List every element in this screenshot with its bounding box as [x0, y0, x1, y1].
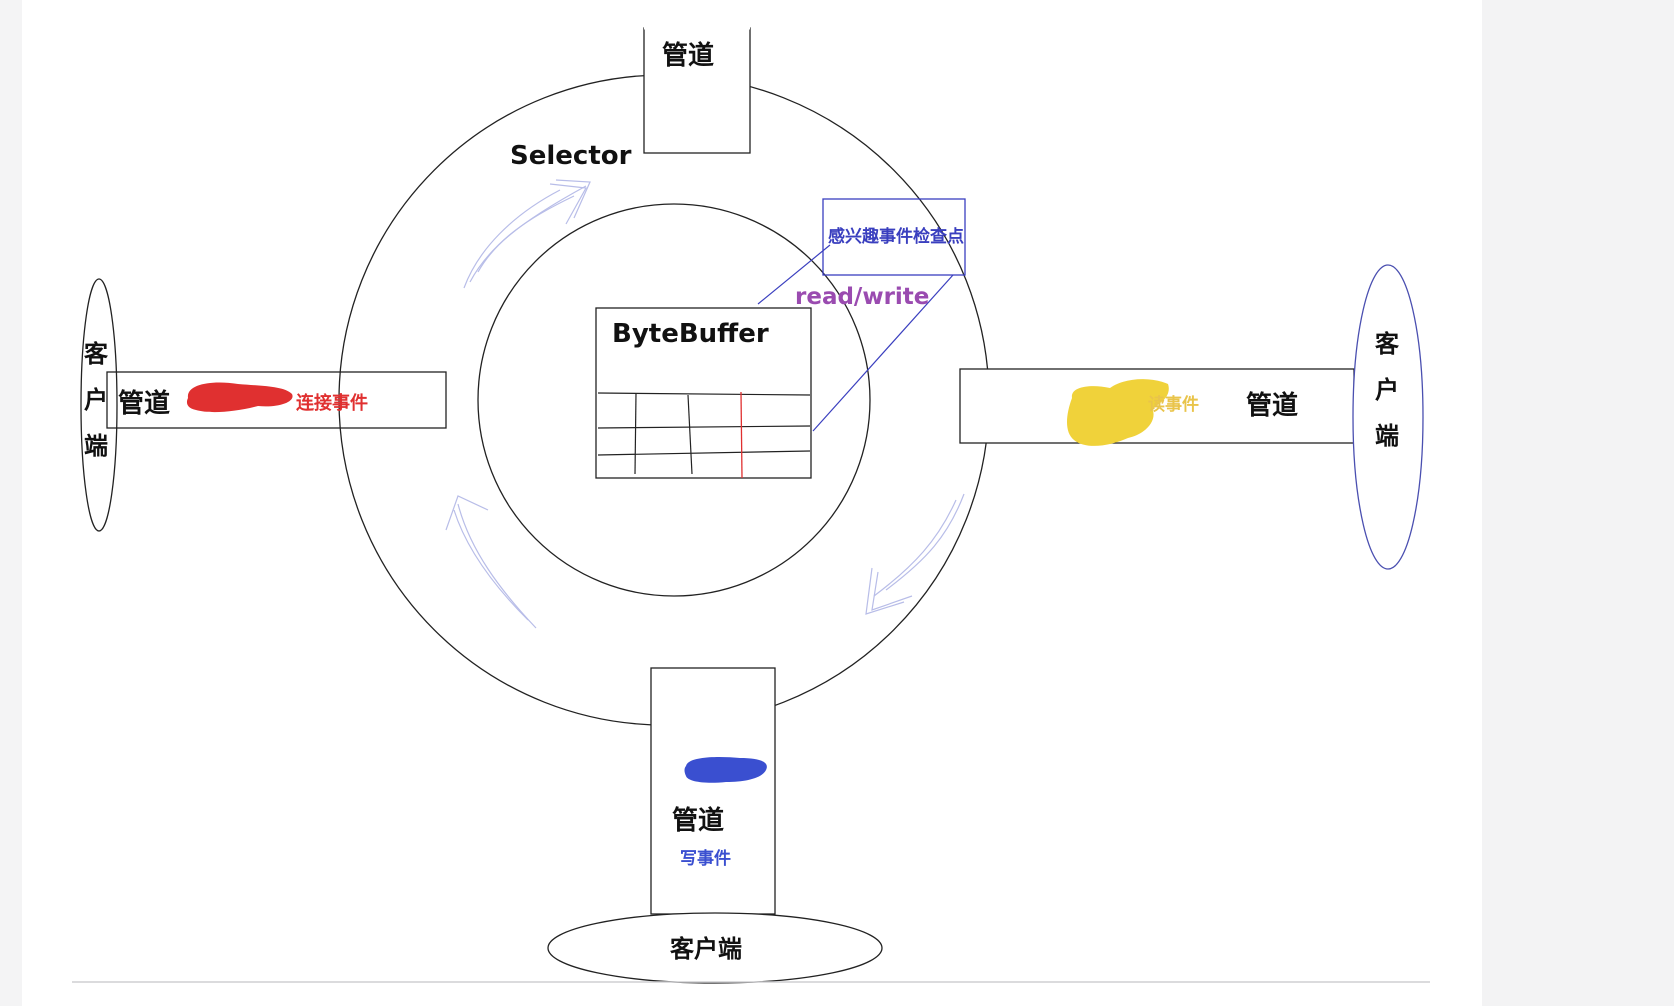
selector-inner-ring	[477, 203, 871, 597]
connect-event-marker	[186, 382, 293, 413]
client-right-char-3: 端	[1375, 422, 1399, 450]
client-left-char-1: 客	[84, 340, 109, 368]
write-event-marker	[684, 756, 767, 783]
client-bottom-label: 客户端	[670, 935, 742, 963]
bytebuffer-label: ByteBuffer	[612, 319, 769, 349]
checkpoint-connector-lower	[812, 274, 954, 432]
channel-top-label: 管道	[662, 40, 714, 71]
channel-bottom	[650, 667, 776, 915]
client-right-char-1: 客	[1375, 330, 1400, 358]
connect-event-label: 连接事件	[296, 392, 368, 414]
checkpoint-label: 感兴趣事件检查点	[828, 226, 964, 247]
client-left-char-3: 端	[84, 432, 108, 460]
channel-left	[106, 371, 447, 429]
rotation-arrow-bottom-left	[445, 495, 537, 629]
client-right	[1352, 264, 1424, 570]
write-event-label: 写事件	[680, 848, 731, 869]
channel-bottom-label: 管道	[672, 805, 724, 836]
checkpoint-box	[822, 198, 966, 276]
read-event-label: 读事件	[1148, 394, 1199, 415]
rotation-arrow-top-left	[463, 179, 591, 289]
right-gutter	[1482, 0, 1674, 1006]
readwrite-label: read/write	[795, 284, 929, 310]
bytebuffer-grid	[597, 392, 811, 475]
channel-right-label: 管道	[1246, 390, 1298, 421]
read-event-marker	[1067, 379, 1169, 446]
channel-left-label: 管道	[118, 388, 170, 419]
client-left	[80, 278, 118, 532]
bytebuffer-pointer	[740, 391, 743, 479]
rotation-arrow-right	[865, 493, 965, 615]
client-bottom	[547, 912, 883, 984]
client-right-char-2: 户	[1375, 376, 1399, 404]
selector-label: Selector	[510, 141, 632, 171]
checkpoint-connector-upper	[757, 244, 831, 305]
client-left-char-2: 户	[84, 386, 108, 414]
